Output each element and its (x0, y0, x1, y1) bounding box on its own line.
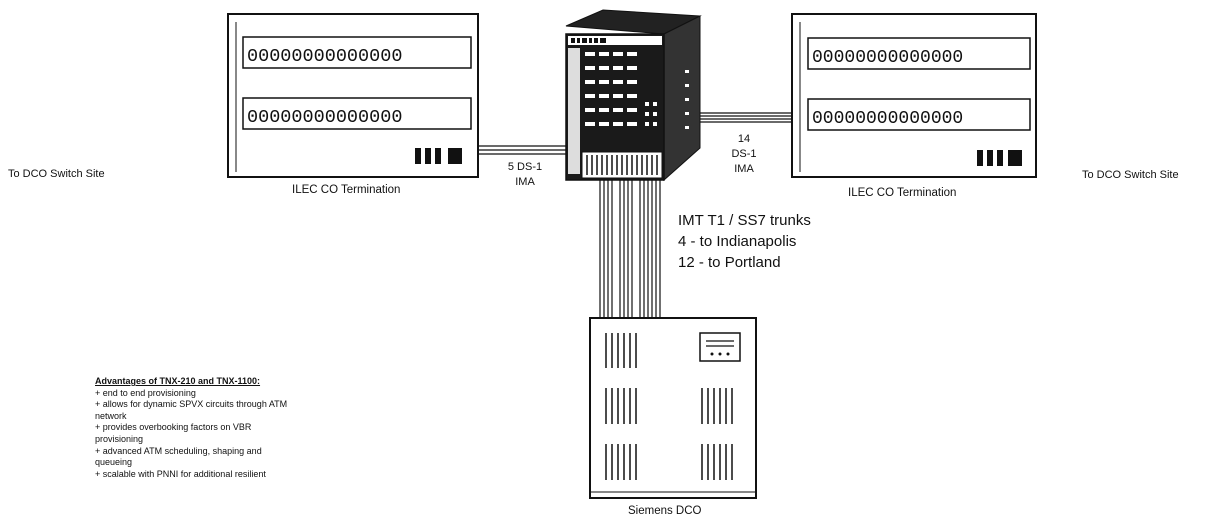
advantages-heading: Advantages of TNX-210 and TNX-1100: (95, 376, 261, 386)
atm-switch (565, 9, 702, 182)
left-termination-label: ILEC CO Termination (292, 184, 401, 196)
left-port-block (415, 148, 462, 164)
left-panel-digits-top: 00000000000000 (247, 46, 402, 67)
left-link-line-1: 5 DS-1 (507, 161, 543, 173)
advantages-list: Advantages of TNX-210 and TNX-1100: + en… (95, 376, 295, 480)
right-panel-digits-top: 00000000000000 (812, 48, 963, 68)
left-link-label: 5 DS-1 IMA (497, 160, 553, 190)
right-link-label: 14 DS-1 IMA (722, 132, 766, 177)
advantages-item: + scalable with PNNI for additional resi… (95, 468, 266, 479)
trunk-info: IMT T1 / SS7 trunks 4 - to Indianapolis … (678, 210, 811, 273)
right-site-label: To DCO Switch Site (1082, 169, 1179, 181)
siemens-dco (589, 317, 757, 499)
advantages-item: + end to end provisioning (95, 387, 196, 398)
right-panel-digits-bottom: 00000000000000 (812, 109, 963, 129)
right-link-line-3: IMA (734, 163, 754, 175)
trunk-info-portland: 12 - to Portland (678, 254, 781, 271)
advantages-item: + advanced ATM scheduling, shaping and q… (95, 445, 262, 468)
left-ds1-link (478, 145, 574, 155)
right-link-line-1: 14 (737, 133, 751, 145)
left-site-label: To DCO Switch Site (8, 168, 105, 180)
right-port-block (977, 150, 1022, 166)
right-ilec-termination: 00000000000000 00000000000000 (791, 13, 1037, 178)
trunk-info-title: IMT T1 / SS7 trunks (678, 212, 811, 229)
dco-label: Siemens DCO (628, 505, 702, 517)
right-termination-label: ILEC CO Termination (848, 187, 957, 199)
left-link-line-2: IMA (515, 176, 535, 188)
advantages-item: + allows for dynamic SPVX circuits throu… (95, 399, 288, 421)
imt-trunk-lines (599, 180, 661, 318)
left-panel-digits-bottom: 00000000000000 (247, 107, 402, 128)
dco-card-group (605, 333, 637, 368)
right-link-line-2: DS-1 (731, 148, 757, 160)
advantages-item: + provides overbooking factors on VBR pr… (95, 422, 252, 444)
right-ds1-link (700, 112, 792, 123)
left-ilec-termination: 00000000000000 00000000000000 (227, 13, 479, 178)
trunk-info-indianapolis: 4 - to Indianapolis (678, 233, 797, 250)
